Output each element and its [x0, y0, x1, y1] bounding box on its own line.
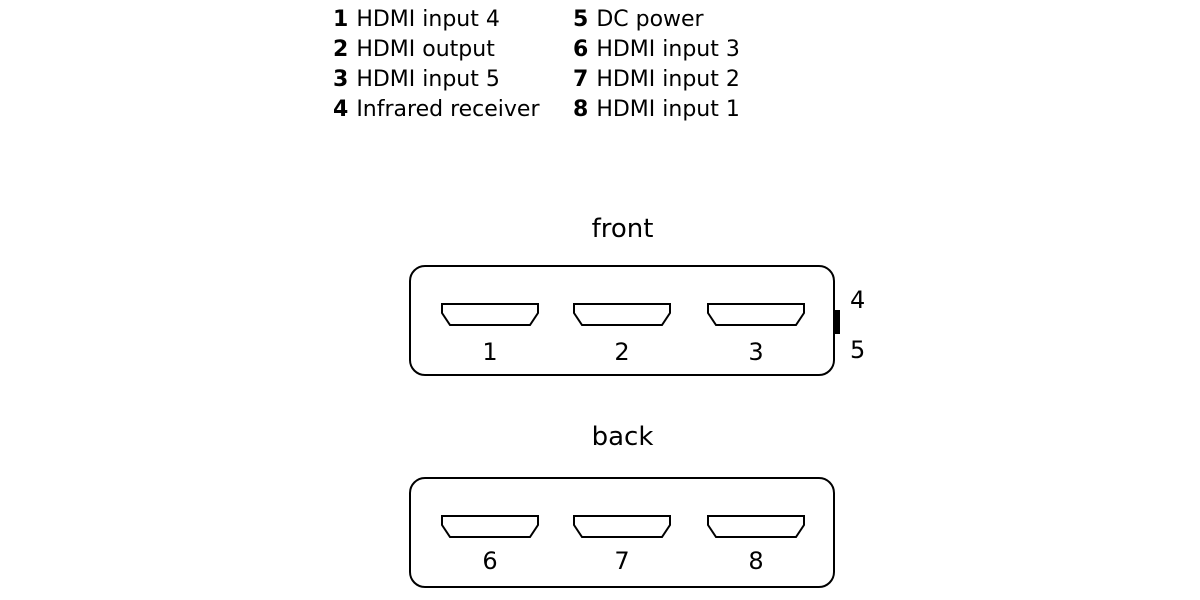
legend-text: HDMI input 3: [596, 37, 740, 62]
legend-item: 5 DC power: [573, 5, 740, 35]
legend-number: 8: [573, 97, 589, 122]
legend-item: 8 HDMI input 1: [573, 95, 740, 125]
hdmi-port-icon: [573, 303, 671, 326]
port-number: 3: [748, 338, 764, 366]
hdmi-port-icon: [707, 303, 805, 326]
legend-column-left: 1 HDMI input 4 2 HDMI output 3 HDMI input 5…: [333, 5, 540, 125]
legend-number: 7: [573, 67, 589, 92]
back-label: back: [591, 422, 654, 452]
hdmi-port-icon: [441, 515, 539, 538]
side-connector: [835, 310, 840, 334]
legend-number: 3: [333, 67, 349, 92]
port-number: 6: [482, 547, 498, 575]
front-label: front: [591, 214, 654, 244]
legend-item: 3 HDMI input 5: [333, 65, 540, 95]
port-number: 7: [614, 547, 630, 575]
legend-number: 4: [333, 97, 349, 122]
legend-number: 6: [573, 37, 589, 62]
legend-item: 4 Infrared receiver: [333, 95, 540, 125]
dc-power-number: 5: [850, 336, 866, 364]
front-panel: [409, 265, 835, 376]
legend-text: HDMI input 1: [596, 97, 740, 122]
legend-text: HDMI input 5: [356, 67, 500, 92]
legend-text: HDMI input 4: [356, 7, 500, 32]
legend-number: 1: [333, 7, 349, 32]
back-panel: [409, 477, 835, 588]
legend-text: DC power: [596, 7, 704, 32]
legend-item: 6 HDMI input 3: [573, 35, 740, 65]
hdmi-port-icon: [441, 303, 539, 326]
legend-item: 2 HDMI output: [333, 35, 540, 65]
hdmi-port-icon: [707, 515, 805, 538]
legend-text: HDMI input 2: [596, 67, 740, 92]
legend-text: Infrared receiver: [356, 97, 540, 122]
legend-number: 2: [333, 37, 349, 62]
infrared-receiver-number: 4: [850, 286, 866, 314]
hdmi-port-icon: [573, 515, 671, 538]
legend-item: 7 HDMI input 2: [573, 65, 740, 95]
legend-number: 5: [573, 7, 589, 32]
legend-text: HDMI output: [356, 37, 495, 62]
port-number: 8: [748, 547, 764, 575]
legend-item: 1 HDMI input 4: [333, 5, 540, 35]
port-number: 1: [482, 338, 498, 366]
port-number: 2: [614, 338, 630, 366]
